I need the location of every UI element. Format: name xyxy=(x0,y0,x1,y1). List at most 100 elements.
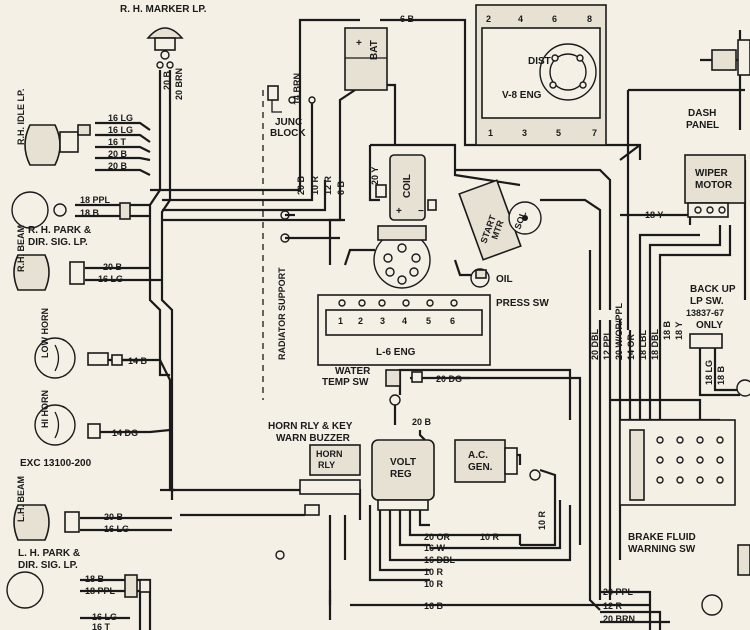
wire-label: 18 LBL xyxy=(638,329,648,360)
wire-label: 16 LG xyxy=(98,274,123,284)
wire-label: 10 R xyxy=(424,579,444,589)
ignition-coil xyxy=(375,154,437,221)
horn-relay xyxy=(299,444,361,516)
rh-beam-label: R.H. BEAM xyxy=(16,225,26,272)
lh-beam-lamp xyxy=(13,504,80,541)
oil-pressure-switch xyxy=(470,268,490,288)
oil-label-2: PRESS SW xyxy=(496,298,549,309)
rh-idle-lamp xyxy=(24,124,91,166)
v8-eng-label: V-8 ENG xyxy=(502,90,542,101)
v8-distributor-block xyxy=(475,4,607,146)
rh-marker-lamp xyxy=(146,27,184,69)
radiator-connectors xyxy=(275,210,340,560)
wire-label: 18 DBL xyxy=(650,328,660,360)
wire-label: 20 B xyxy=(162,70,172,90)
wire-label: 20 B xyxy=(108,161,128,171)
wire-label: 16 LG xyxy=(108,125,133,135)
wire-label: 14 B xyxy=(128,356,148,366)
dist-top-4: 4 xyxy=(518,14,523,24)
wire-label: 20 B xyxy=(108,149,128,159)
wire-label: 12 R xyxy=(603,601,623,611)
wire-label: 20 BRN xyxy=(174,68,184,100)
dist-top-6: 6 xyxy=(552,14,557,24)
oil-label-1: OIL xyxy=(496,274,513,285)
battery xyxy=(344,27,388,91)
backup-label-2: LP SW. xyxy=(690,296,724,307)
ac-gen-label-2: GEN. xyxy=(468,462,493,473)
wire-label: 20 B xyxy=(103,262,123,272)
l6-term-5: 5 xyxy=(426,316,431,326)
wire-label: 16 T xyxy=(92,622,111,630)
l6-engine-block xyxy=(317,294,491,366)
hi-horn xyxy=(34,404,101,446)
battery-plus: + xyxy=(356,38,362,49)
volt-reg-label-2: REG xyxy=(390,469,412,480)
starter-motor xyxy=(458,179,542,261)
coil-label: COIL xyxy=(402,174,413,198)
wire-label: 16 B xyxy=(424,601,444,611)
coil-minus: − xyxy=(418,206,424,217)
low-horn-label: LOW HORN xyxy=(40,308,50,358)
backup-label-4: ONLY xyxy=(696,320,723,331)
dash-label-1: DASH xyxy=(688,108,716,119)
wire-label: 16 LG xyxy=(104,524,129,534)
l6-distributor xyxy=(373,225,431,289)
wire-label: 10 R xyxy=(537,510,547,530)
wire-label: 20 DBL xyxy=(590,328,600,360)
dist-bot-3: 3 xyxy=(522,128,527,138)
brake-fluid-switch-block xyxy=(619,419,736,506)
wire-label: 14 DG xyxy=(112,428,138,438)
wire-label: 20 B xyxy=(104,512,124,522)
wire-label: 20 BRN xyxy=(603,614,635,624)
wire-label: 20 PPL xyxy=(603,587,634,597)
l6-term-3: 3 xyxy=(380,316,385,326)
rh-park-label-1: R. H. PARK & xyxy=(28,225,91,236)
wire-label: 12 R xyxy=(323,175,333,195)
wire-label: 16 DBL xyxy=(424,555,456,565)
horn-relay-box-2: RLY xyxy=(318,460,335,470)
wire-label: 18 B xyxy=(85,574,105,584)
wire-label: 18 PPL xyxy=(80,195,111,205)
brake-label-1: BRAKE FLUID xyxy=(628,532,696,543)
rh-idle-label: R.H. IDLE LP. xyxy=(16,89,26,145)
wire-label: 18 B xyxy=(80,208,100,218)
wire-label: 12 PPL xyxy=(602,329,612,360)
junction-label-2: BLOCK xyxy=(270,128,306,139)
dist-top-2: 2 xyxy=(486,14,491,24)
wire-label: 14 OR xyxy=(626,333,636,360)
wire-label: 6 B xyxy=(400,14,415,24)
rh-beam-lamp xyxy=(13,254,85,291)
bottom-right-socket xyxy=(701,544,750,616)
horn-relay-label-2: WARN BUZZER xyxy=(276,433,351,444)
lh-park-lamp xyxy=(6,571,151,609)
dist-bot-1: 1 xyxy=(488,128,493,138)
wire-label: 20 DG xyxy=(436,374,462,384)
wire-label: 20 OR xyxy=(424,532,451,542)
coil-plus: + xyxy=(396,206,402,217)
l6-term-4: 4 xyxy=(402,316,407,326)
backup-label-1: BACK UP xyxy=(690,284,736,295)
wire-label: 10 R xyxy=(310,175,320,195)
volt-reg-label-1: VOLT xyxy=(390,457,416,468)
wire-label: 18 Y xyxy=(674,322,684,340)
water-temp-switch xyxy=(385,369,423,406)
dash-connector xyxy=(711,39,750,76)
junction-label-1: JUNC xyxy=(275,117,302,128)
ac-gen-label-1: A.C. xyxy=(468,450,488,461)
dist-label: DIST xyxy=(528,56,551,67)
wire-label: 18 B xyxy=(716,365,726,385)
battery-label: BAT xyxy=(369,40,380,60)
junction-block xyxy=(267,85,316,113)
wire-label: 10 R xyxy=(424,567,444,577)
wire-label: 18 Y xyxy=(645,210,663,220)
wire-label: 20 W/OR/PPL xyxy=(614,302,624,360)
backup-label-3: 13837-67 xyxy=(686,308,724,318)
wiper-label-1: WIPER xyxy=(695,168,729,179)
exc-label: EXC 13100-200 xyxy=(20,458,92,469)
wire-label: 20 Y xyxy=(370,167,380,185)
dash-label-2: PANEL xyxy=(686,120,719,131)
dist-top-8: 8 xyxy=(587,14,592,24)
lh-park-label-1: L. H. PARK & xyxy=(18,548,80,559)
horn-relay-label-1: HORN RLY & KEY xyxy=(268,421,353,432)
wire-label: 16 LG xyxy=(108,113,133,123)
